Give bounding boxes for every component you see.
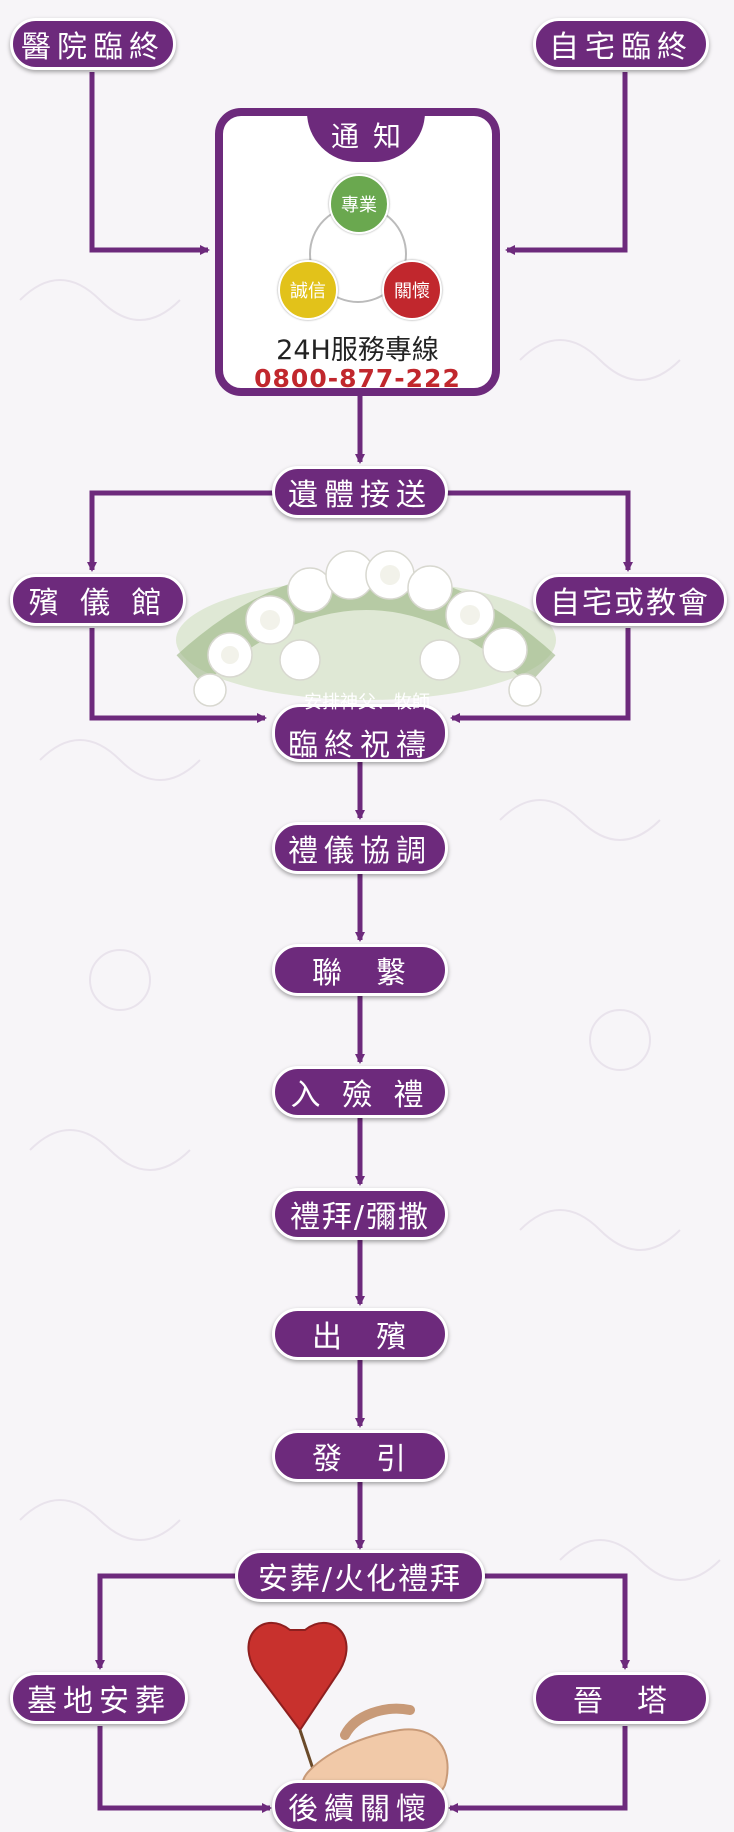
connector-funeral-home-prayer [89, 628, 267, 723]
prayer-note: 安排神父、牧師 [304, 692, 430, 713]
connector-transport-funeral-home [87, 490, 275, 572]
node-contact: 聯 繫 [272, 944, 448, 996]
node-home-or-church: 自宅或教會 [533, 574, 727, 626]
connector-cemetery-aftercare [97, 1726, 272, 1813]
node-hospital-death: 醫院臨終 [10, 18, 176, 70]
connector-columbarium-aftercare [448, 1726, 628, 1813]
node-burial-cremation: 安葬/火化禮拜 [235, 1550, 485, 1602]
hotline-number: 0800-877-222 [254, 364, 461, 393]
node-aftercare: 後續關懷 [272, 1780, 448, 1832]
node-ceremony-coordination: 禮儀協調 [272, 822, 448, 874]
value-care-badge: 關懷 [382, 260, 442, 320]
node-encoffining: 入 殮 禮 [272, 1066, 448, 1118]
connector-burial-cemetery [95, 1573, 238, 1670]
connector-home-church-prayer [450, 628, 631, 723]
connector-hospital-notify [89, 72, 210, 255]
node-worship-mass: 禮拜/彌撒 [272, 1188, 448, 1240]
node-funeral-departure: 出 殯 [272, 1308, 448, 1360]
value-integrity-badge: 誠信 [278, 260, 338, 320]
notify-box: 通知 專業 誠信 關懷 24H服務專線 0800-877-222 [215, 108, 500, 396]
connector-transport-home-church [445, 490, 633, 572]
connector-home-notify [505, 72, 628, 255]
node-home-death: 自宅臨終 [533, 18, 709, 70]
notify-title: 通知 [307, 108, 425, 162]
value-professional-badge: 專業 [329, 174, 389, 234]
node-cemetery-burial: 墓地安葬 [10, 1672, 188, 1724]
hotline-label: 24H服務專線 [276, 335, 439, 366]
node-columbarium: 晉 塔 [533, 1672, 709, 1724]
node-transport: 遺體接送 [272, 466, 448, 518]
node-funeral-home: 殯 儀 館 [10, 574, 186, 626]
flower-arrangement-illustration [176, 550, 556, 707]
node-deathbed-prayer: 臨終祝禱 [272, 704, 448, 763]
node-procession: 發 引 [272, 1430, 448, 1482]
connector-burial-columbarium [483, 1573, 630, 1670]
